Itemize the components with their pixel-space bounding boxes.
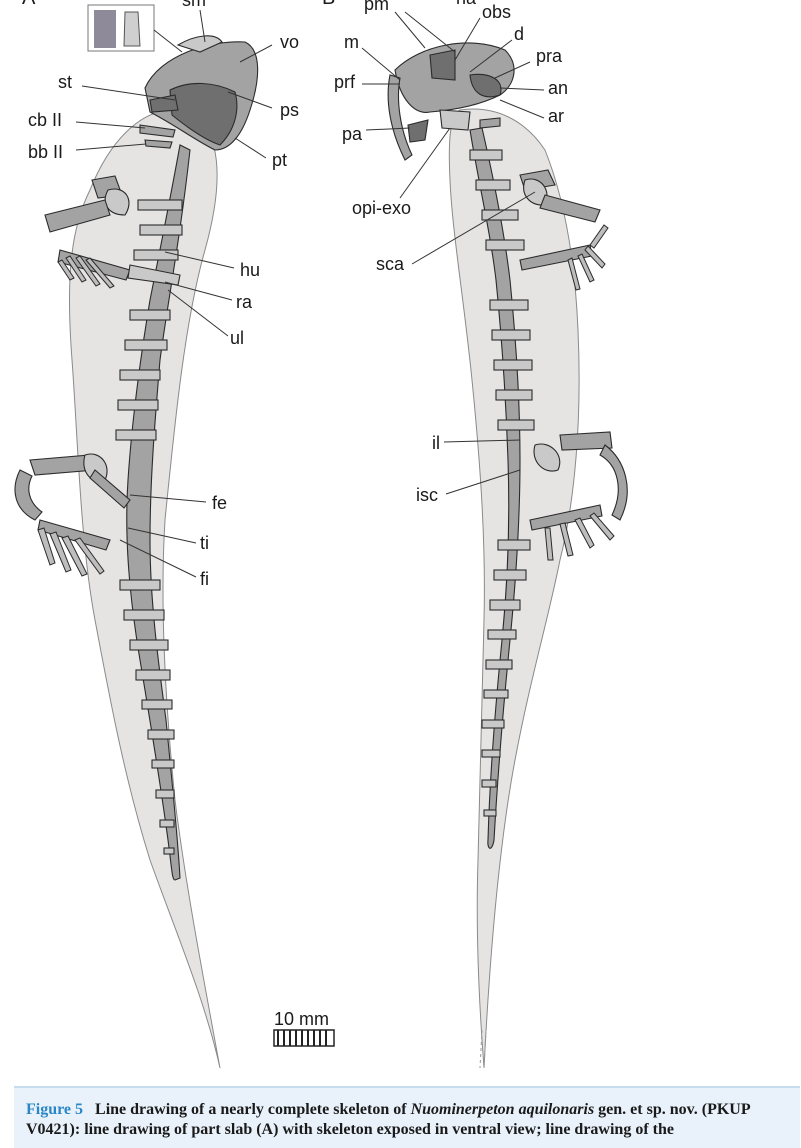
label-d: d: [514, 24, 524, 44]
label-st: st: [58, 72, 72, 92]
label-pa: pa: [342, 124, 363, 144]
vertebral-column-b: [469, 127, 535, 849]
specimen-inset: [87, 4, 183, 53]
label-ti: ti: [200, 533, 209, 553]
panel-b-letter: B: [322, 0, 335, 9]
forelimb-b: [519, 169, 609, 291]
figure-caption: Figure 5 Line drawing of a nearly comple…: [14, 1086, 800, 1148]
skull-a: [139, 35, 259, 151]
labels-a: sm vo st ps cb II bb II pt hu ra ul fe t…: [28, 0, 299, 589]
skeleton-figure: A: [14, 0, 628, 1069]
skull-b: [387, 42, 515, 161]
label-fe: fe: [212, 493, 227, 513]
scale-bar-label: 10 mm: [274, 1009, 329, 1029]
hindlimb-b: [529, 431, 628, 561]
tail-tip-dashed: [479, 1029, 487, 1069]
caption-text-1: Line drawing of a nearly complete skelet…: [95, 1101, 407, 1118]
label-sm: sm: [182, 0, 206, 10]
label-obs: obs: [482, 2, 511, 22]
label-bb-ii: bb II: [28, 142, 63, 162]
caption-text-2: gen. et sp. nov. (PKUP V0421): line draw…: [26, 1101, 750, 1138]
label-pt: pt: [272, 150, 287, 170]
caption-text: Figure 5 Line drawing of a nearly comple…: [26, 1100, 786, 1140]
label-ul: ul: [230, 328, 244, 348]
panel-b: B: [322, 0, 628, 1069]
label-m: m: [344, 32, 359, 52]
label-hu: hu: [240, 260, 260, 280]
label-sca: sca: [376, 254, 405, 274]
label-fi: fi: [200, 569, 209, 589]
label-pra: pra: [536, 46, 563, 66]
leader-lines-b: [361, 11, 545, 495]
figure-label: Figure 5: [26, 1101, 84, 1118]
hindlimb-a: [14, 453, 131, 577]
labels-b: pm na obs m d pra prf an ar pa opi-exo s…: [334, 0, 568, 505]
forelimb-a: [44, 175, 181, 289]
label-il: il: [432, 433, 440, 453]
label-prf: prf: [334, 72, 356, 92]
panel-a: A: [14, 0, 299, 1069]
panel-a-letter: A: [22, 0, 36, 9]
species-name: Nuominerpeton aquilonaris: [410, 1101, 595, 1118]
label-vo: vo: [280, 32, 299, 52]
label-isc: isc: [416, 485, 438, 505]
label-opi-exo: opi-exo: [352, 198, 411, 218]
scale-bar: 10 mm: [273, 1009, 335, 1047]
label-ar: ar: [548, 106, 564, 126]
label-ra: ra: [236, 292, 253, 312]
label-na: na: [456, 0, 477, 8]
label-pm: pm: [364, 0, 389, 14]
label-ps: ps: [280, 100, 299, 120]
leader-lines-a: [75, 9, 273, 578]
label-an: an: [548, 78, 568, 98]
label-cb-ii: cb II: [28, 110, 62, 130]
